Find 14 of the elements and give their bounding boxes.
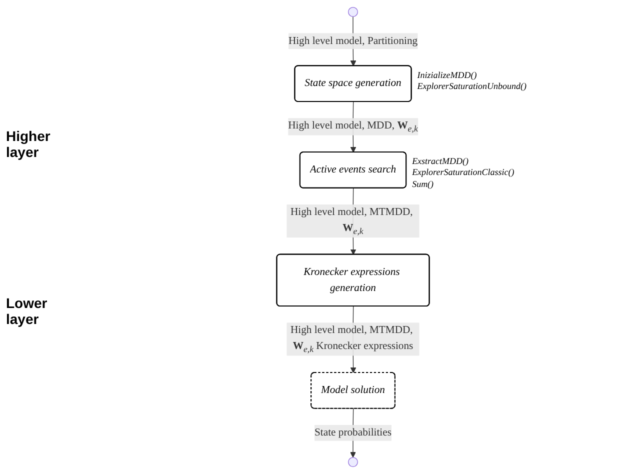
edge-label: High level model, MTMDD, W$_{e,k}$ bbox=[290, 206, 413, 236]
layer-label: Higher layer bbox=[6, 128, 52, 160]
function-name: ExplorerSaturationUnbound() bbox=[417, 80, 526, 92]
edge-label: High level model, MTMDD, W$_{e,k}$ Kronecker expressions bbox=[290, 324, 414, 354]
node-circle bbox=[348, 6, 358, 17]
layer-label: Lower layer bbox=[6, 294, 48, 326]
function-name: ExstractMDD() bbox=[412, 156, 470, 168]
edge-label: High level model, MDD, W$_{e,k}$ bbox=[288, 120, 418, 134]
function-name: ExplorerSaturationClassic() bbox=[412, 167, 514, 179]
node-circle bbox=[348, 457, 358, 468]
edge-label: High level model, Partitioning bbox=[288, 35, 418, 46]
function-name: Sum() bbox=[412, 178, 435, 190]
edge-label: State probabilities bbox=[314, 426, 392, 438]
function-name: InizializeMDD() bbox=[417, 70, 478, 81]
